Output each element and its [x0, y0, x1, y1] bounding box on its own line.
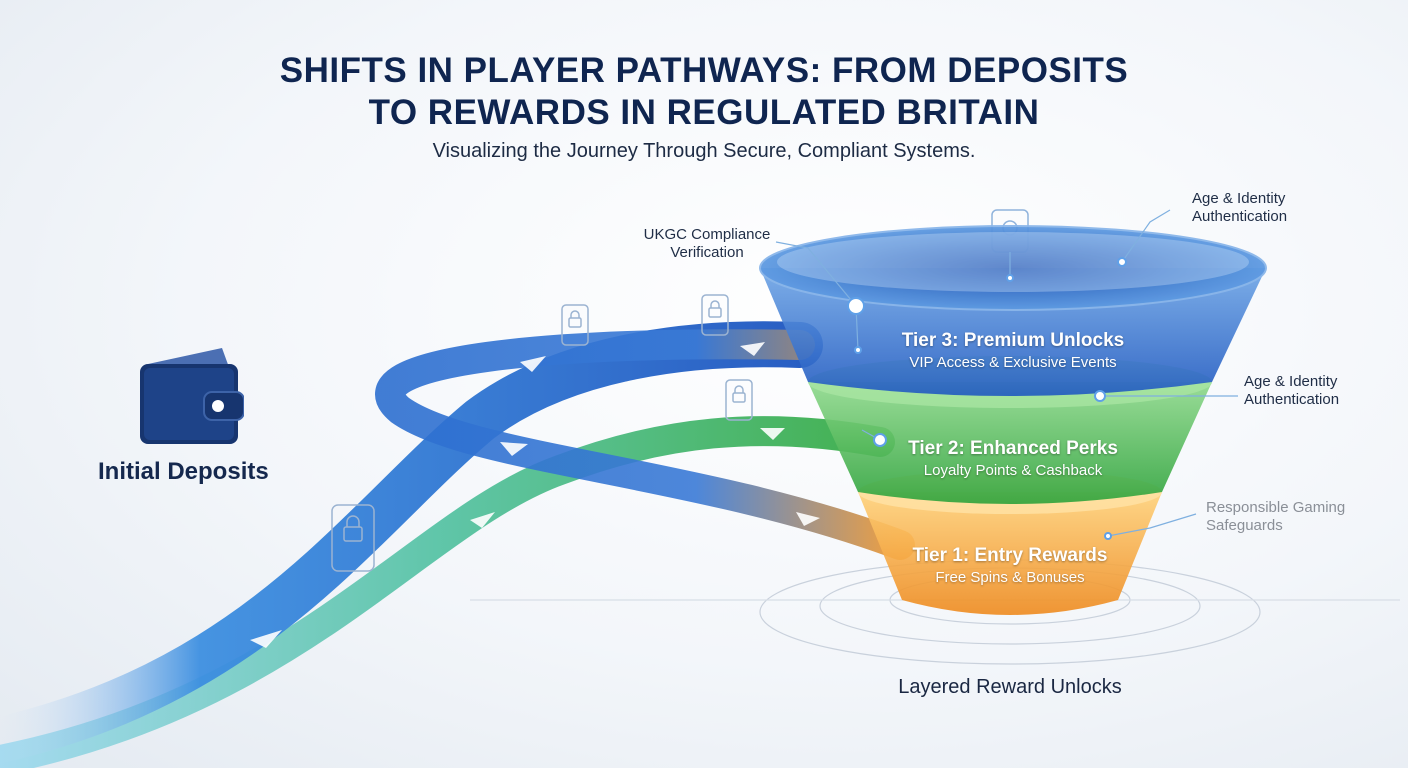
tier-1-title: Tier 1: Entry Rewards — [912, 545, 1108, 566]
ukgc-callout: UKGC Compliance Verification — [632, 226, 782, 262]
page-subtitle: Visualizing the Journey Through Secure, … — [432, 140, 976, 162]
title-line-2: TO REWARDS IN REGULATED BRITAIN — [368, 93, 1040, 132]
orange-pathway — [375, 329, 915, 560]
tier-3-subtitle: VIP Access & Exclusive Events — [909, 354, 1117, 371]
tier-2-title: Tier 2: Enhanced Perks — [908, 438, 1118, 459]
title-line-1: SHIFTS IN PLAYER PATHWAYS: FROM DEPOSITS — [279, 51, 1129, 90]
callout-dots — [847, 257, 1127, 540]
lock-icon — [701, 294, 729, 336]
tier-2-subtitle: Loyalty Points & Cashback — [923, 462, 1103, 479]
age-mid-line-2: Authentication — [1244, 391, 1340, 408]
green-pathway — [0, 416, 895, 768]
responsible-line-1: Responsible Gaming — [1206, 499, 1346, 516]
age-top-line-1: Age & Identity — [1192, 190, 1286, 207]
pathway-arrows — [250, 342, 820, 648]
funnel-rim — [759, 225, 1267, 311]
tier-1-band — [858, 492, 1162, 615]
reward-funnel — [759, 225, 1267, 615]
tier-1-subtitle: Free Spins & Bonuses — [935, 569, 1085, 586]
age-identity-callout-middle: Age & Identity Authentication — [1244, 373, 1339, 409]
responsible-line-2: Safeguards — [1206, 517, 1283, 534]
lock-icon — [725, 379, 753, 421]
initial-deposits-label: Initial Deposits — [98, 458, 269, 485]
callout-connectors — [775, 209, 1238, 537]
ukgc-callout-line-1: UKGC Compliance — [643, 226, 771, 243]
pathways — [0, 321, 915, 768]
age-top-line-2: Authentication — [1192, 208, 1288, 225]
tier-3-title: Tier 3: Premium Unlocks — [901, 330, 1125, 351]
wallet-icon — [140, 348, 244, 444]
page-title: SHIFTS IN PLAYER PATHWAYS: FROM DEPOSITS… — [0, 50, 1408, 134]
tier-2-band — [808, 382, 1212, 504]
age-identity-callout-top: Age & Identity Authentication — [1192, 190, 1287, 226]
layered-reward-unlocks-label: Layered Reward Unlocks — [898, 676, 1122, 698]
age-mid-line-1: Age & Identity — [1244, 373, 1338, 390]
ukgc-callout-line-2: Verification — [670, 244, 744, 261]
lock-icon — [331, 504, 375, 572]
lock-icon — [561, 304, 589, 346]
responsible-gaming-callout: Responsible Gaming Safeguards — [1206, 499, 1345, 535]
